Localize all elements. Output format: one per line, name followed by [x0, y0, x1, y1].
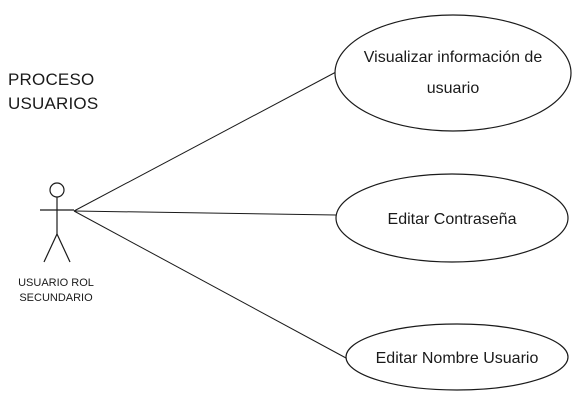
association-line-uc1 [73, 71, 337, 212]
actor-head [49, 182, 65, 198]
association-line-uc3 [73, 210, 347, 359]
use-case-editar-contrasena[interactable]: Editar Contraseña [335, 173, 569, 263]
use-case-label: Editar Contraseña [388, 211, 517, 228]
diagram-title-line-2: USUARIOS [8, 94, 99, 113]
association-line-uc2 [73, 210, 337, 216]
use-case-label-line-1: Visualizar información de [364, 49, 543, 66]
actor-left-leg [43, 233, 58, 263]
actor-label-line-1: USUARIO ROL [18, 277, 94, 289]
use-case-visualizar-informacion[interactable]: Visualizar información de usuario [334, 14, 572, 132]
use-case-label: Editar Nombre Usuario [376, 350, 539, 367]
use-case-label-line-2: usuario [427, 80, 480, 97]
use-case-ellipse [335, 173, 569, 263]
use-case-ellipse [345, 323, 569, 391]
actor-stick-figure [40, 182, 74, 263]
diagram-title: PROCESO USUARIOS [8, 68, 128, 116]
use-case-ellipse [334, 14, 572, 132]
actor-label-line-2: SECUNDARIO [19, 292, 93, 304]
diagram-title-line-1: PROCESO [8, 70, 95, 89]
use-case-editar-nombre-usuario[interactable]: Editar Nombre Usuario [345, 323, 569, 391]
actor-right-leg [56, 233, 71, 263]
actor-label: USUARIO ROL SECUNDARIO [6, 276, 106, 306]
